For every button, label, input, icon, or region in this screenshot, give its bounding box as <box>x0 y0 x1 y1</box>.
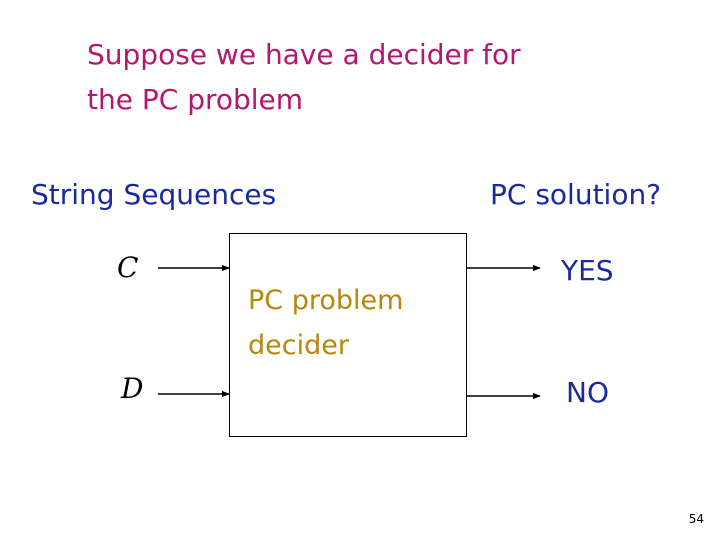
input-d-label: D <box>121 372 144 405</box>
page-number: 54 <box>688 512 704 526</box>
input-c-label: C <box>117 251 139 284</box>
decider-label: PC problem decider <box>248 278 403 368</box>
pc-solution-heading: PC solution? <box>490 178 662 211</box>
decider-label-line-2: decider <box>248 330 349 361</box>
output-yes-label: YES <box>561 254 614 287</box>
slide-title: Suppose we have a decider for the PC pro… <box>87 32 607 122</box>
output-no-label: NO <box>566 376 609 409</box>
decider-label-line-1: PC problem <box>248 285 404 316</box>
decider-box <box>229 233 467 437</box>
title-line-1: Suppose we have a decider for <box>87 38 521 71</box>
title-line-2: the PC problem <box>87 83 304 116</box>
string-sequences-heading: String Sequences <box>31 178 277 211</box>
